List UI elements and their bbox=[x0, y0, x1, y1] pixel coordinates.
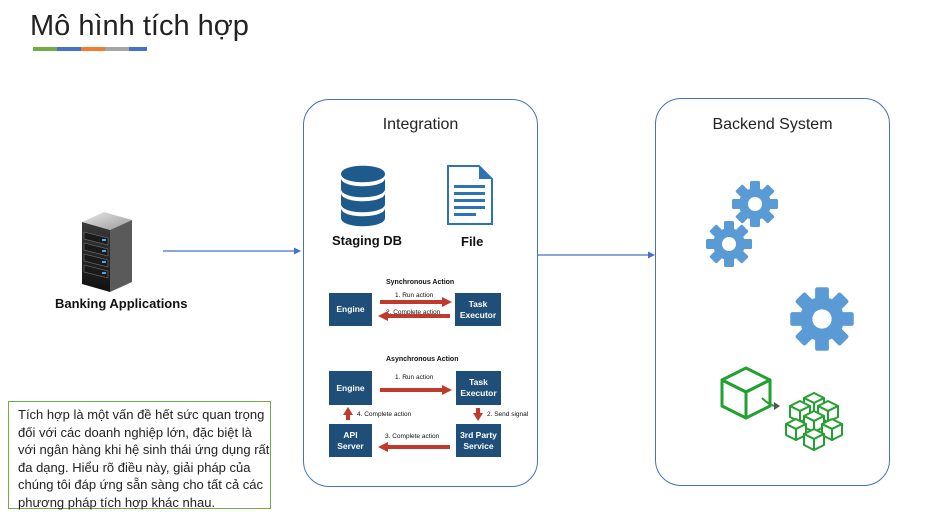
sync-task-executor-box: Task Executor bbox=[455, 293, 501, 326]
api-server-label-1: API bbox=[343, 429, 358, 440]
database-icon bbox=[341, 165, 385, 227]
sync-engine-box: Engine bbox=[329, 293, 372, 326]
file-label: File bbox=[461, 234, 484, 249]
sync-engine-label: Engine bbox=[336, 304, 365, 314]
title-bar-segment bbox=[81, 47, 105, 51]
async-task-executor-label-1: Task bbox=[469, 377, 488, 387]
sync-run-action-label: 1. Run action bbox=[395, 292, 434, 299]
async-complete-4-arrow bbox=[343, 407, 353, 420]
sync-complete-action-label: 2. Complete action bbox=[386, 309, 441, 316]
title-bar-segment bbox=[105, 47, 129, 51]
description-note: Tích hợp là một vấn đề hết sức quan trọn… bbox=[8, 401, 271, 510]
sync-complete-arrow bbox=[378, 311, 450, 321]
api-server-label-2: Server bbox=[337, 440, 364, 451]
api-server-box: API Server bbox=[329, 424, 372, 457]
async-task-executor-box: Task Executor bbox=[456, 371, 501, 405]
async-action-title: Asynchronous Action bbox=[386, 356, 459, 363]
title-bar-segment bbox=[57, 47, 81, 51]
banking-applications-label: Banking Applications bbox=[55, 296, 188, 311]
sync-action-title: Synchronous Action bbox=[386, 279, 455, 286]
file-icon bbox=[447, 165, 493, 225]
async-run-action-label: 1. Run action bbox=[395, 374, 434, 381]
title-bar-segment bbox=[129, 47, 147, 51]
async-engine-label: Engine bbox=[336, 382, 365, 393]
third-party-service-box: 3rd Party Service bbox=[456, 424, 501, 457]
async-run-arrow bbox=[380, 385, 452, 395]
backend-title: Backend System bbox=[712, 116, 833, 133]
async-complete-action-4-label: 4. Complete action bbox=[357, 411, 412, 418]
sync-task-executor-label-1: Task bbox=[468, 298, 488, 309]
gear-icon bbox=[790, 287, 854, 351]
async-complete-3-arrow bbox=[378, 442, 450, 452]
page-title: Mô hình tích hợp bbox=[30, 10, 249, 42]
async-task-executor-label-2: Executor bbox=[460, 388, 497, 398]
async-complete-action-3-label: 3. Complete action bbox=[385, 433, 440, 440]
integration-title: Integration bbox=[382, 116, 459, 133]
backend-panel: Backend System bbox=[655, 98, 890, 486]
sync-run-arrow bbox=[380, 297, 452, 307]
server-icon bbox=[82, 212, 132, 292]
third-party-label-1: 3rd Party bbox=[460, 429, 497, 440]
async-send-signal-label: 2. Send signal bbox=[487, 411, 529, 418]
cubes-icon bbox=[720, 366, 843, 451]
async-engine-box: Engine bbox=[329, 371, 372, 405]
sync-task-executor-label-2: Executor bbox=[459, 309, 497, 320]
async-signal-arrow bbox=[473, 408, 483, 421]
staging-db-label: Staging DB bbox=[332, 233, 403, 248]
title-underline bbox=[33, 47, 147, 51]
title-bar-segment bbox=[33, 47, 57, 51]
third-party-label-2: Service bbox=[463, 440, 494, 451]
